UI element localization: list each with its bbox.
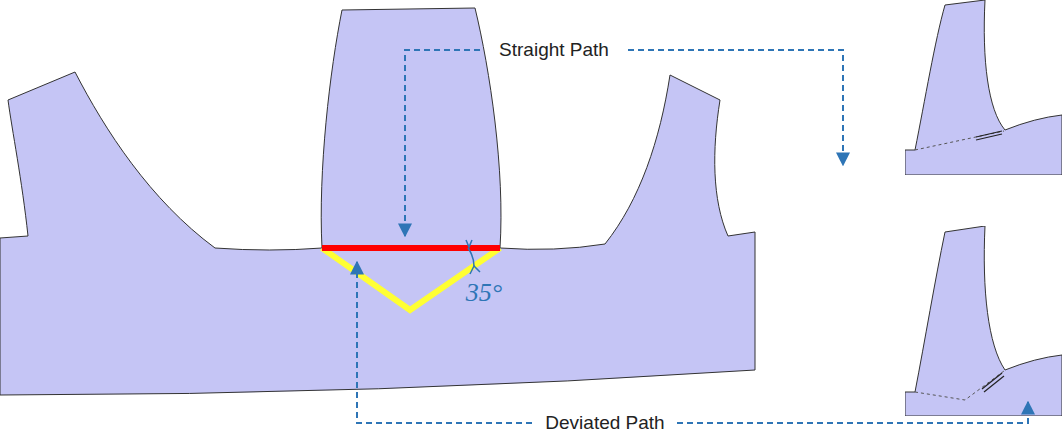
crack — [984, 376, 1004, 392]
callout-label: Deviated Path — [541, 413, 668, 434]
angle-arc — [468, 248, 474, 266]
crack — [976, 131, 1002, 137]
leader-line — [677, 402, 1028, 423]
straight-path — [322, 245, 500, 251]
inset-deviated — [905, 226, 1062, 416]
crack — [976, 134, 1002, 140]
inset-straight — [905, 0, 1062, 175]
inset-path — [915, 131, 1004, 150]
inset-tooth — [905, 0, 1062, 175]
inset-path — [915, 371, 1004, 400]
angle-tick — [466, 240, 472, 247]
angle-tick — [470, 266, 480, 274]
angle-label: 35° — [466, 279, 502, 308]
inset-tooth — [905, 226, 1062, 416]
gear-body — [0, 8, 755, 395]
callout-label: Straight Path — [495, 40, 613, 61]
leader-line — [628, 50, 843, 165]
leader-line — [357, 262, 532, 423]
crack — [982, 373, 1002, 389]
leader-line — [405, 50, 480, 236]
